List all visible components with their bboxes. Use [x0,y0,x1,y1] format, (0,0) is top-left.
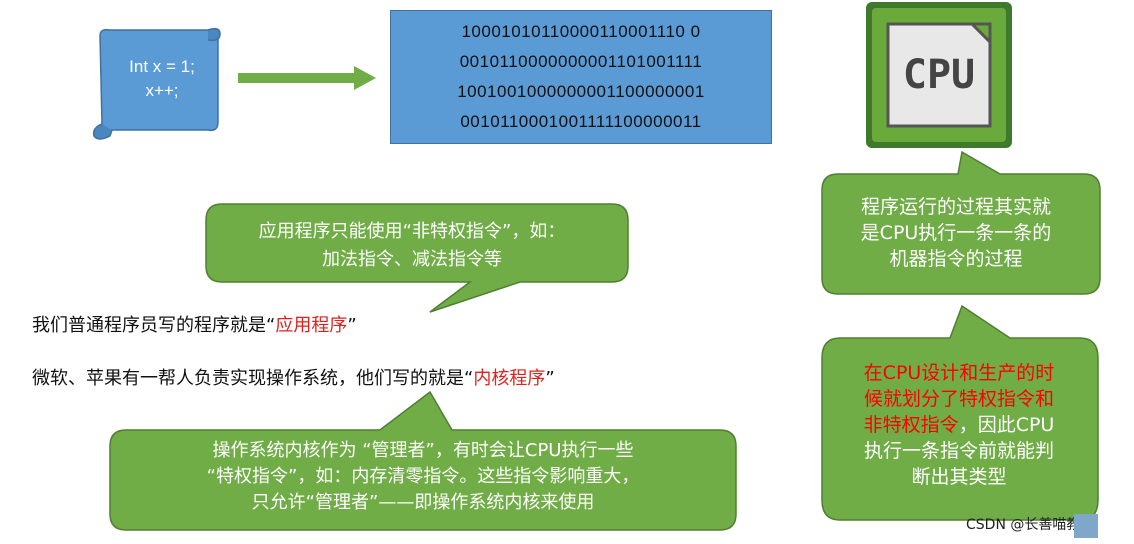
binary-line-3: 1001001000000001100000001 [457,82,705,101]
design-callout-line-1: 在CPU设计和生产的时 [863,362,1055,384]
process-callout-line-1: 程序运行的过程其实就 [860,196,1051,218]
compile-arrow-icon [238,66,376,90]
kernel-program-sentence: 微软、苹果有一帮人负责实现操作系统，他们写的就是“内核程序” [32,366,555,392]
cpu-icon: CPU [866,2,1012,148]
sentence2-highlight: 内核程序 [473,368,546,389]
binary-line-4: 0010110001001111100000011 [460,112,702,131]
design-callout-line-2: 候就划分了特权指令和 [863,388,1054,410]
sentence2-suffix: ” [545,368,555,389]
sentence1-highlight: 应用程序 [275,315,348,336]
kernel-callout-text: 操作系统内核作为 “管理者”，有时会让CPU执行一些 “特权指令”，如：内存清零… [120,438,726,516]
design-callout-line-3: 非特权指令，因此CPU [832,412,1086,438]
app-callout-line-2: 加法指令、减法指令等 [322,249,502,270]
app-program-sentence: 我们普通程序员写的程序就是“应用程序” [32,313,357,339]
kernel-callout-line-1: 操作系统内核作为 “管理者”，有时会让CPU执行一些 [212,440,634,461]
kernel-callout-line-2: “特权指令”，如：内存清零指令。这些指令影响重大， [206,466,640,487]
sentence2-prefix: 微软、苹果有一帮人负责实现操作系统，他们写的就是“ [32,368,474,389]
design-callout-line-3-highlight: 非特权指令 [863,414,959,436]
cpu-label: CPU [903,52,975,98]
source-code-scroll [92,27,221,140]
binary-line-1: 10001010110000110001110 0 [461,22,701,41]
app-callout-bubble [205,203,629,313]
binary-line-2: 0010110000000001101001111 [459,52,703,71]
app-callout-text: 应用程序只能使用“非特权指令”，如： 加法指令、减法指令等 [212,218,612,274]
machine-code-box: 10001010110000110001110 0 00101100000000… [390,10,772,144]
corner-mark [1074,514,1098,538]
design-callout-line-4: 执行一条指令前就能判 [863,440,1054,462]
design-callout-line-5: 断出其类型 [911,466,1007,488]
code-line-1: Int x = 1; [129,57,195,76]
kernel-callout-bubble [109,390,737,531]
sentence1-suffix: ” [347,315,357,336]
code-line-2: x++; [145,81,179,100]
process-callout-line-2: 是CPU执行一条一条的 [860,222,1052,244]
kernel-callout-line-3: 只允许“管理者”——即操作系统内核来使用 [251,492,595,513]
app-callout-line-1: 应用程序只能使用“非特权指令”，如： [258,221,566,242]
design-callout-text: 在CPU设计和生产的时 候就划分了特权指令和 非特权指令，因此CPU 执行一条指… [832,360,1086,490]
source-code: Int x = 1; x++; [102,55,222,103]
credit-text: CSDN @长善喵教头 [966,517,1095,533]
sentence1-prefix: 我们普通程序员写的程序就是“ [32,315,276,336]
process-callout-line-3: 机器指令的过程 [889,248,1023,270]
process-callout-bubble [821,150,1101,295]
design-callout-line-3-suffix: ，因此CPU [958,414,1055,436]
process-callout-text: 程序运行的过程其实就 是CPU执行一条一条的 机器指令的过程 [826,194,1086,272]
